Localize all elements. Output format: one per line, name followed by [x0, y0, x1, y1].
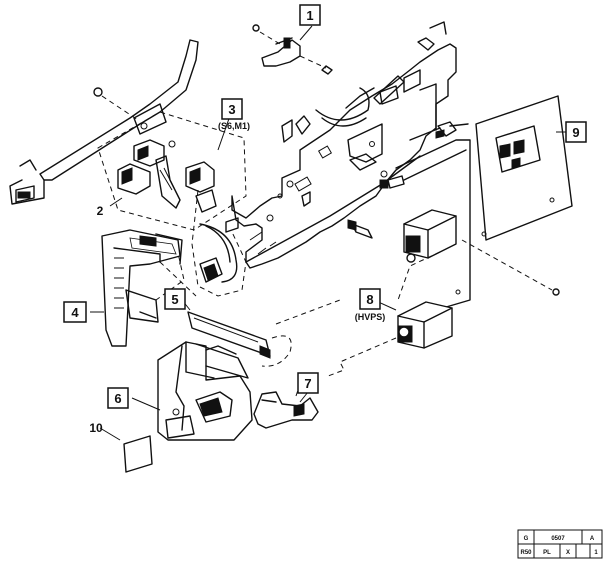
svg-text:8: 8 [366, 292, 373, 307]
callout-6: 6 [107, 387, 129, 409]
leader-lines [90, 25, 566, 411]
callout-3: 3 (S6,M1) [218, 98, 250, 131]
part-10-label [99, 427, 153, 473]
svg-text:1: 1 [306, 8, 313, 23]
part-7-bracket [253, 383, 319, 429]
callout-8: 8 (HVPS) [355, 288, 386, 322]
svg-text:G: G [524, 536, 529, 542]
svg-text:3: 3 [228, 102, 235, 117]
svg-text:R50: R50 [520, 550, 532, 556]
svg-text:1: 1 [594, 550, 598, 556]
svg-text:A: A [590, 536, 595, 542]
svg-text:PL: PL [543, 550, 551, 556]
svg-text:0507: 0507 [551, 536, 565, 542]
title-block: G 0507 A R50 PL X 1 [517, 529, 603, 559]
svg-text:X: X [566, 550, 570, 556]
svg-text:2: 2 [97, 204, 104, 218]
fasteners [347, 175, 405, 239]
svg-text:4: 4 [71, 305, 79, 320]
svg-text:10: 10 [89, 421, 103, 435]
callout-7: 7 [297, 372, 319, 394]
part-3-sensor-harness [191, 189, 247, 297]
svg-text:9: 9 [572, 125, 579, 140]
callout-5: 5 [164, 288, 186, 310]
svg-text:6: 6 [114, 391, 121, 406]
callout-1: 1 [299, 4, 321, 26]
part-5-plate [187, 299, 341, 367]
part-6-housing [157, 341, 253, 441]
svg-text:5: 5 [171, 292, 178, 307]
upper-arm [9, 39, 199, 205]
part-2-assembly [97, 111, 247, 231]
part-1-bracket [252, 24, 333, 75]
svg-text:7: 7 [304, 376, 311, 391]
svg-text:(S6,M1): (S6,M1) [218, 121, 250, 131]
callout-9: 9 [565, 121, 587, 143]
callout-10: 10 [89, 421, 103, 435]
callout-2: 2 [97, 204, 104, 218]
part-8-hvps [327, 209, 457, 377]
part-9-circuit-board [435, 95, 573, 296]
main-frame [231, 21, 457, 269]
svg-text:(HVPS): (HVPS) [355, 312, 386, 322]
callout-4: 4 [63, 301, 87, 323]
part-4-guide [101, 229, 197, 347]
